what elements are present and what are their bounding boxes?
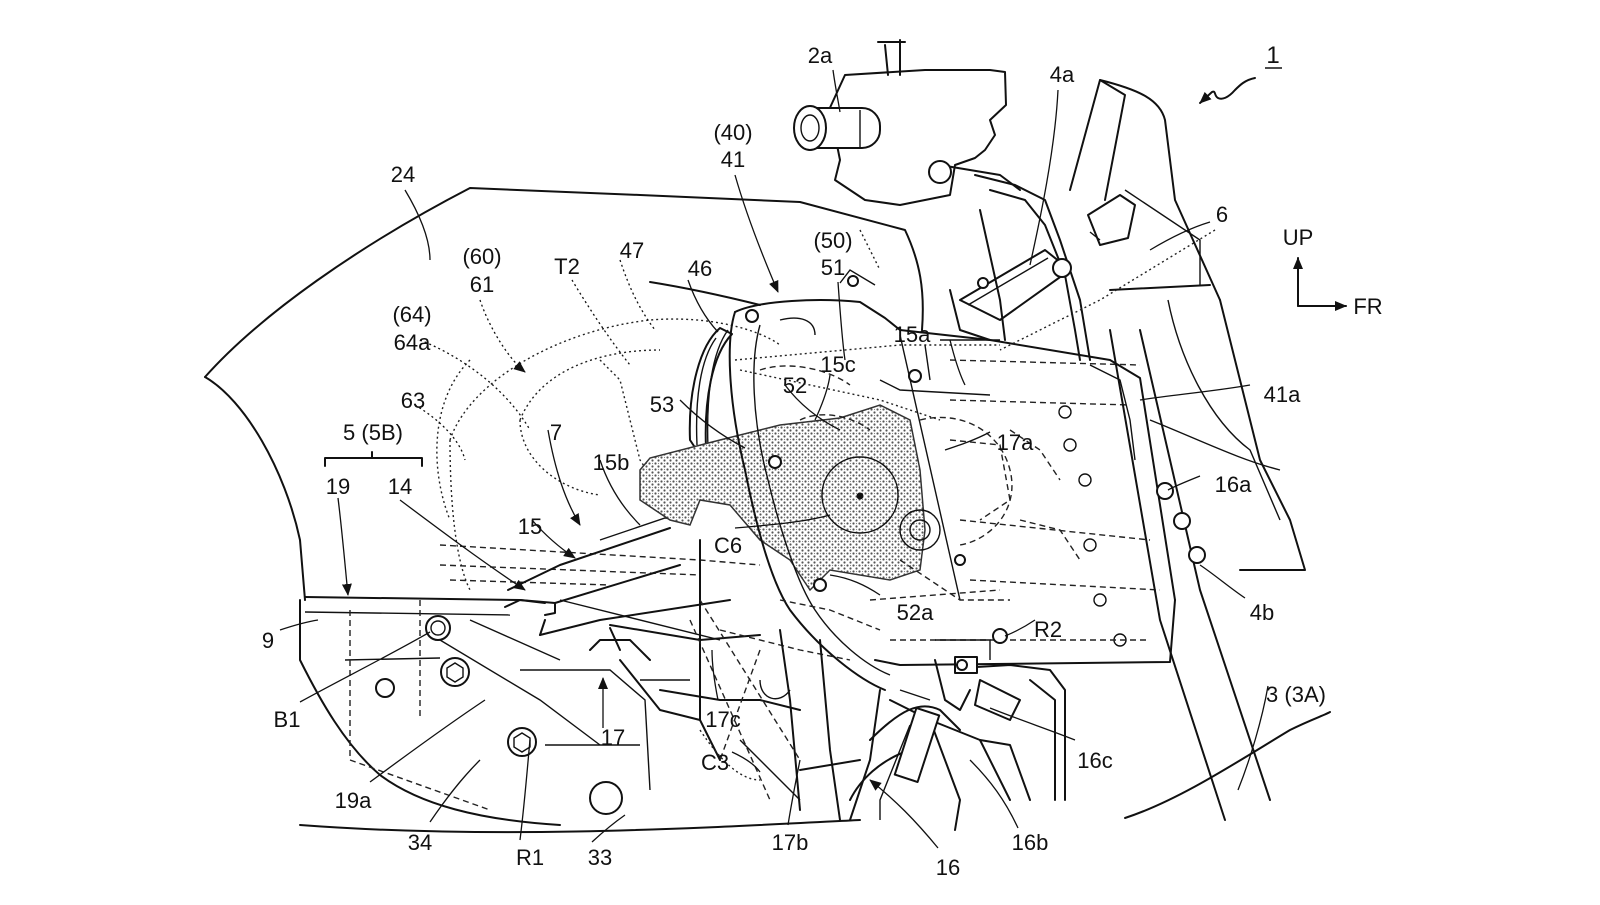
label-b1: B1 — [274, 707, 301, 732]
label-9: 9 — [262, 628, 274, 653]
label-6: 6 — [1216, 202, 1228, 227]
label-19: 19 — [326, 474, 350, 499]
battery-16 — [849, 656, 1066, 831]
label-3-3a: 3 (3A) — [1266, 682, 1326, 707]
bolt-lower-3 — [375, 678, 395, 698]
label-15a: 15a — [894, 322, 931, 347]
label-15c: 15c — [820, 352, 855, 377]
label-5-5b: 5 (5B) — [343, 420, 403, 445]
label-up: UP — [1283, 225, 1314, 250]
label-63: 63 — [401, 388, 425, 413]
label-7: 7 — [550, 420, 562, 445]
label-4a: 4a — [1050, 62, 1075, 87]
label-17c: 17c — [705, 707, 740, 732]
label-16: 16 — [936, 855, 960, 880]
label-r1: R1 — [516, 845, 544, 870]
label-4b: 4b — [1250, 600, 1274, 625]
label-53: 53 — [650, 392, 674, 417]
label-64a: 64a — [394, 330, 431, 355]
label-33: 33 — [588, 845, 612, 870]
label-41a: 41a — [1264, 382, 1301, 407]
leader-lines — [279, 69, 1269, 849]
label-2a: 2a — [808, 43, 833, 68]
rear-frame-lower — [299, 596, 861, 834]
seat-cover-24 — [204, 187, 924, 601]
label-17: 17 — [601, 725, 625, 750]
lower-chassis-17 — [589, 539, 861, 821]
head-pipe-4a — [928, 160, 1091, 361]
label-15b: 15b — [593, 450, 630, 475]
label-fr: FR — [1353, 294, 1382, 319]
reference-arrow-1 — [1199, 67, 1282, 104]
label-16b: 16b — [1012, 830, 1049, 855]
label-c3: C3 — [701, 750, 729, 775]
round-boss-lower — [589, 781, 623, 815]
label-16a: 16a — [1215, 472, 1252, 497]
label-61: 61 — [470, 272, 494, 297]
label-19a: 19a — [335, 788, 372, 813]
label-60: (60) — [462, 244, 501, 269]
label-52: 52 — [783, 373, 807, 398]
steering-head-2a — [793, 39, 1007, 206]
main-frame-3 — [999, 79, 1331, 821]
filter-element-51 — [639, 404, 941, 592]
label-47: 47 — [620, 238, 644, 263]
label-51: 51 — [821, 255, 845, 280]
label-64: (64) — [392, 302, 431, 327]
label-52a: 52a — [897, 600, 934, 625]
callout-labels: 2a 1 4a (40) 41 24 6 (50) 51 (60) 61 T2 … — [262, 42, 1383, 880]
bolt-lower-1 — [440, 657, 470, 687]
label-t2: T2 — [554, 254, 580, 279]
label-r2: R2 — [1034, 617, 1062, 642]
label-50: (50) — [813, 228, 852, 253]
label-1: 1 — [1266, 42, 1279, 69]
label-24: 24 — [391, 162, 415, 187]
label-15: 15 — [518, 514, 542, 539]
label-41: 41 — [721, 147, 745, 172]
label-40: (40) — [713, 120, 752, 145]
label-16c: 16c — [1077, 748, 1112, 773]
direction-indicator — [1293, 257, 1347, 311]
label-46: 46 — [688, 256, 712, 281]
label-17a: 17a — [997, 430, 1034, 455]
label-17b: 17b — [772, 830, 809, 855]
bolt-lower-2 — [507, 727, 537, 757]
label-c6: C6 — [714, 533, 742, 558]
label-34: 34 — [408, 830, 432, 855]
label-14: 14 — [388, 474, 412, 499]
case-plate-41a — [869, 329, 1176, 666]
bolt-b1 — [425, 615, 451, 641]
housing-cover-41 — [728, 269, 901, 691]
interior-dashed-parts — [719, 229, 1081, 661]
